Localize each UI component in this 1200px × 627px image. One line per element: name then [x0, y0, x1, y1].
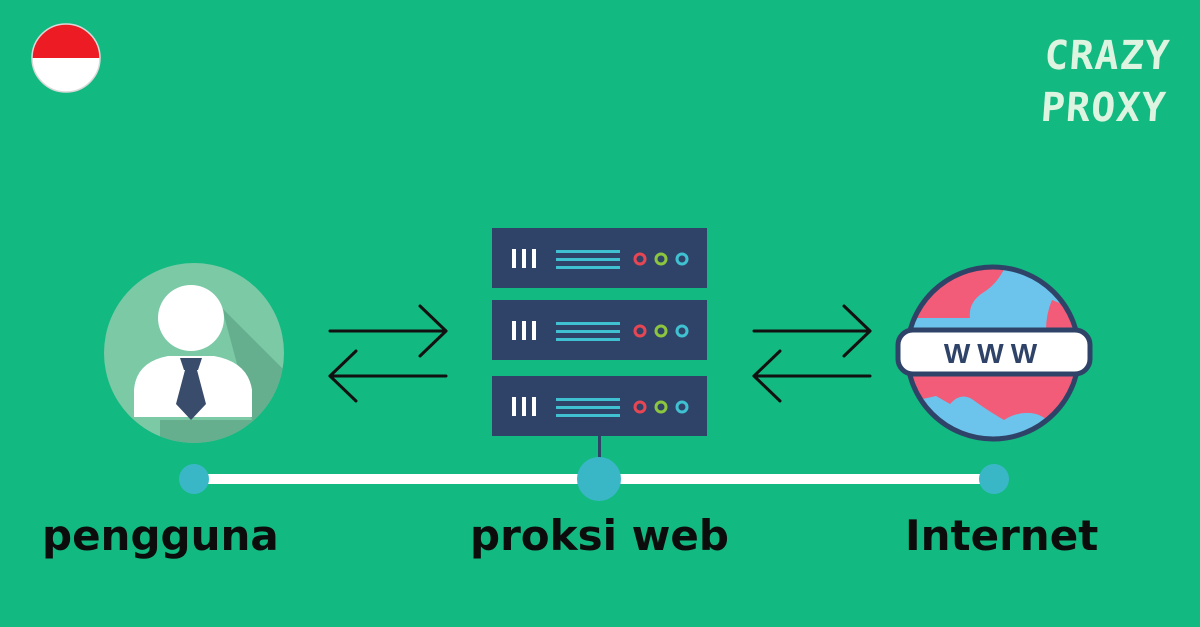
label-proksi-web: proksi web: [470, 511, 729, 560]
arrow-left-icon: [752, 349, 872, 403]
label-internet: Internet: [905, 511, 1099, 560]
globe-www-icon: WWW: [895, 264, 1093, 442]
crazy-proxy-logo: CRAZY PROXY: [1039, 33, 1172, 131]
timeline-dot-internet: [979, 464, 1009, 494]
server-connector: [598, 436, 601, 460]
timeline-dot-user: [179, 464, 209, 494]
user-avatar-icon: [104, 263, 284, 443]
label-pengguna: pengguna: [42, 511, 279, 560]
server-unit: [492, 300, 707, 360]
timeline-dot-proxy: [577, 457, 621, 501]
server-unit: [492, 376, 707, 436]
arrow-right-icon: [328, 304, 448, 358]
www-badge-text: WWW: [944, 338, 1044, 369]
arrow-right-icon: [752, 304, 872, 358]
arrow-left-icon: [328, 349, 448, 403]
server-rack-icon: [492, 228, 707, 460]
timeline: [179, 457, 1009, 501]
server-unit: [492, 228, 707, 288]
indonesia-flag-icon: [31, 23, 101, 93]
